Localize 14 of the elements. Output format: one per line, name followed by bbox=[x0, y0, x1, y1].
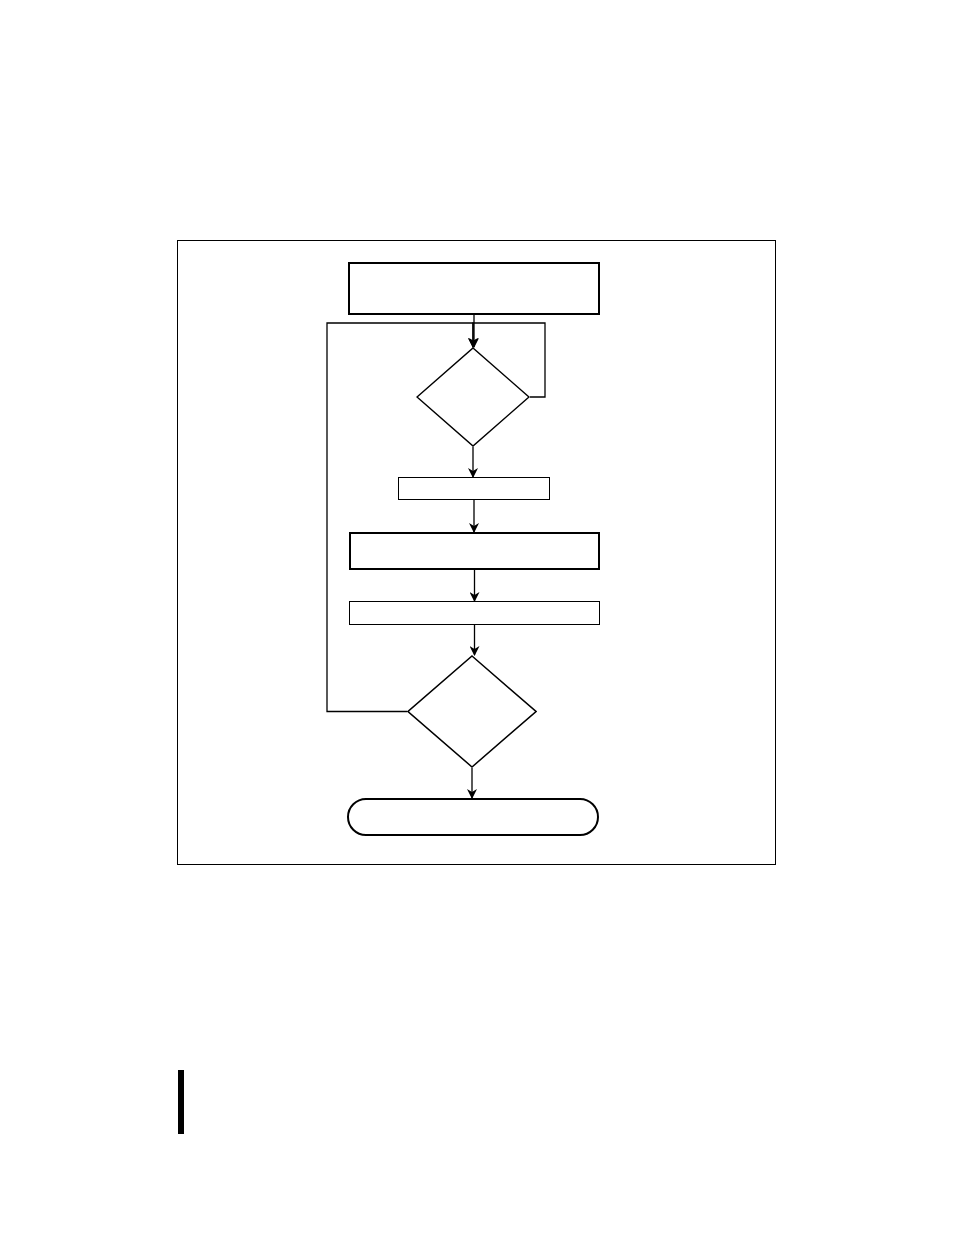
decision-diamond bbox=[407, 655, 537, 768]
process-box bbox=[348, 262, 600, 315]
arrow bbox=[469, 624, 480, 656]
process-box bbox=[349, 532, 600, 570]
arrow bbox=[469, 569, 480, 602]
terminal-shape bbox=[347, 798, 599, 836]
process-box bbox=[398, 477, 550, 500]
arrow bbox=[468, 446, 478, 478]
arrow bbox=[469, 499, 479, 533]
arrow bbox=[469, 314, 479, 348]
process-box bbox=[349, 601, 600, 625]
decision-diamond bbox=[416, 347, 530, 447]
arrow bbox=[467, 767, 477, 799]
arrow bbox=[326, 322, 478, 713]
